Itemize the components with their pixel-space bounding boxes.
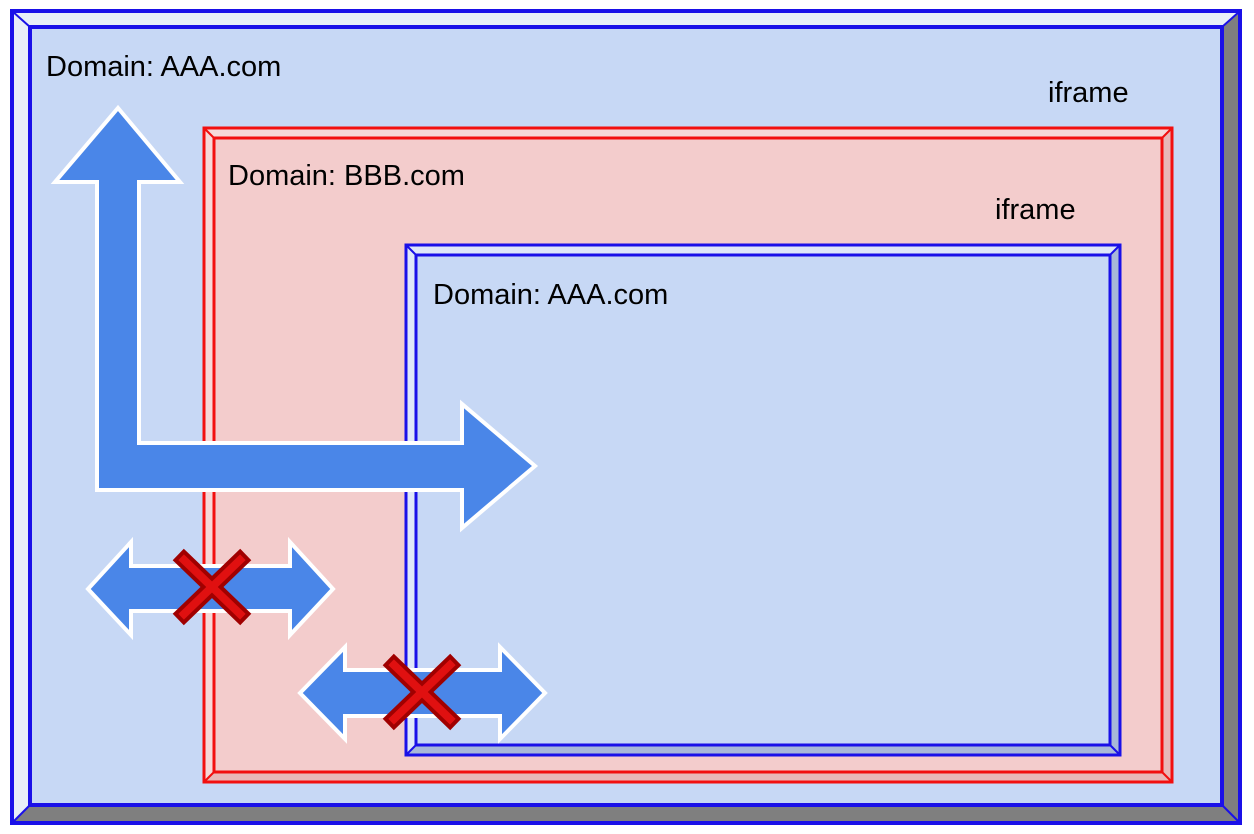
blocked-cross-icon xyxy=(172,548,252,626)
inner-frame-inner-border xyxy=(414,253,1112,747)
outer-frame-border xyxy=(10,9,1242,825)
middle-frame-bevel-top xyxy=(204,128,1172,138)
middle-frame-bevel-bottom xyxy=(204,772,1172,782)
outer-frame-inner-border xyxy=(28,25,1224,807)
middle-iframe-label: iframe xyxy=(995,194,1076,226)
outer-frame-bevel-left xyxy=(12,11,30,823)
blocked-cross-icon xyxy=(382,653,462,731)
inner-frame-bevel-top xyxy=(406,245,1120,255)
middle-domain-label: Domain: BBB.com xyxy=(228,160,465,192)
allowed-elbow-arrow xyxy=(50,104,539,533)
outer-iframe-label: iframe xyxy=(1048,77,1129,109)
inner-frame-bevel-right xyxy=(1110,245,1120,755)
outer-frame-bevel-top xyxy=(12,11,1240,27)
middle-frame-bevel-right xyxy=(1162,128,1172,782)
inner-frame-bevel-left xyxy=(406,245,416,755)
inner-domain-label: Domain: AAA.com xyxy=(433,279,668,311)
outer-frame-bevel-right xyxy=(1222,11,1240,823)
outer-frame-bevel-bottom xyxy=(12,805,1240,823)
inner-frame-bevel-bottom xyxy=(406,745,1120,755)
inner-frame-border xyxy=(404,243,1122,757)
outer-domain-label: Domain: AAA.com xyxy=(46,51,281,83)
